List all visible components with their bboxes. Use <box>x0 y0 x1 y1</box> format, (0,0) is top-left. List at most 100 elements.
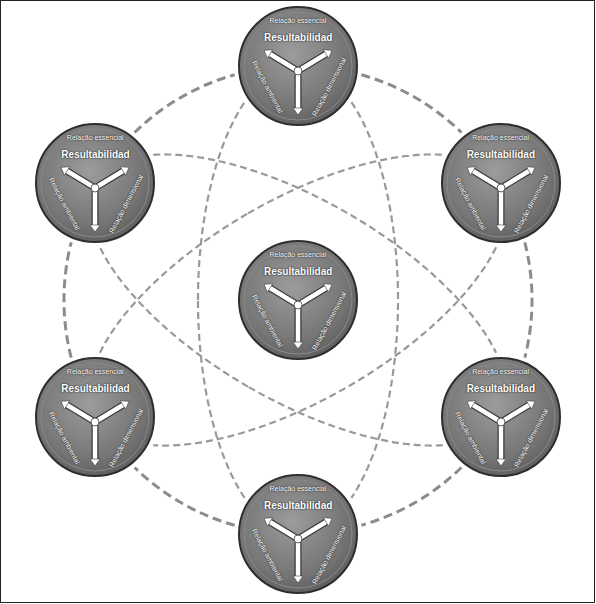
y-arm <box>93 188 98 225</box>
y-arm <box>298 522 326 539</box>
arrow-head <box>264 518 273 527</box>
arrow-head <box>90 459 100 466</box>
y-arm <box>93 422 98 459</box>
dashed-connector <box>100 154 496 445</box>
y-arm-shadow <box>95 405 123 422</box>
y-arm <box>296 305 301 342</box>
dashed-connector <box>100 154 496 445</box>
disc-title: Resultabilidad <box>264 32 332 44</box>
arrow-head <box>323 50 332 59</box>
y-hub <box>497 418 505 426</box>
y-arm-shadow <box>473 171 501 188</box>
disc-inner-ring <box>41 129 149 237</box>
relation-disc: ResultabilidadRelação essencialRelação d… <box>440 122 562 244</box>
disc-inner-ring <box>244 12 352 120</box>
dashed-connector <box>135 468 235 526</box>
arrow-head <box>61 401 70 410</box>
disc-art <box>442 124 560 242</box>
disc-art <box>239 241 357 359</box>
disc-title: Resultabilidad <box>61 149 129 161</box>
relation-disc: ResultabilidadRelação essencialRelação d… <box>34 122 156 244</box>
y-arm-shadow <box>501 171 529 188</box>
dashed-connector <box>361 75 461 133</box>
y-arm-shadow <box>501 405 529 422</box>
relation-disc: ResultabilidadRelação essencialRelação d… <box>440 356 562 478</box>
y-arm <box>270 522 298 539</box>
arrow-head <box>121 401 130 410</box>
y-arm <box>298 54 326 71</box>
disc-title: Resultabilidad <box>467 149 535 161</box>
y-arm-shadow <box>295 305 302 342</box>
y-arm-shadow <box>298 288 326 305</box>
arrow-head <box>496 459 506 466</box>
y-arm-shadow <box>298 522 326 539</box>
dashed-connector <box>135 75 235 133</box>
arrow-head <box>323 284 332 293</box>
relation-disc: ResultabilidadRelação essencialRelação d… <box>237 473 359 595</box>
y-arm-shadow <box>298 54 326 71</box>
disc-inner-ring <box>447 363 555 471</box>
y-hub <box>91 184 99 192</box>
disc-outline <box>442 124 560 242</box>
arrow-head <box>90 225 100 232</box>
relation-label: Relação essencial <box>472 134 529 142</box>
disc-outline <box>239 241 357 359</box>
arrow-head <box>323 518 332 527</box>
y-arm-shadow <box>270 288 298 305</box>
arrow-head <box>293 576 303 583</box>
dashed-connector <box>198 102 398 498</box>
y-hub <box>294 301 302 309</box>
dashed-connector <box>64 242 71 357</box>
y-hub <box>497 184 505 192</box>
relation-label: Relação essencial <box>472 368 529 376</box>
arrow-head <box>61 167 70 176</box>
y-arm <box>298 288 326 305</box>
relation-disc: ResultabilidadRelação essencialRelação d… <box>237 239 359 361</box>
disc-title: Resultabilidad <box>61 383 129 395</box>
y-arm <box>95 405 123 422</box>
disc-art <box>239 475 357 593</box>
y-arm <box>296 539 301 576</box>
disc-inner-ring <box>244 480 352 588</box>
disc-inner-ring <box>244 246 352 354</box>
arrow-head <box>526 167 535 176</box>
y-arm-shadow <box>67 405 95 422</box>
y-arm <box>501 171 529 188</box>
y-arm-shadow <box>92 188 99 225</box>
y-arm <box>270 54 298 71</box>
y-arm <box>473 405 501 422</box>
disc-art <box>36 358 154 476</box>
disc-outline <box>239 7 357 125</box>
y-arm <box>95 171 123 188</box>
y-arm <box>473 171 501 188</box>
y-arm-shadow <box>270 54 298 71</box>
relation-disc: ResultabilidadRelação essencialRelação d… <box>34 356 156 478</box>
arrow-head <box>526 401 535 410</box>
relation-label: Relação essencial <box>270 17 327 25</box>
arrow-head <box>264 50 273 59</box>
arrow-head <box>264 284 273 293</box>
arrow-head <box>467 167 476 176</box>
y-hub <box>294 535 302 543</box>
y-arm-shadow <box>95 171 123 188</box>
y-arm-shadow <box>497 422 504 459</box>
y-arm <box>501 405 529 422</box>
y-arm-shadow <box>473 405 501 422</box>
disc-outline <box>442 358 560 476</box>
disc-art <box>239 7 357 125</box>
relation-label: Relação essencial <box>67 368 124 376</box>
arrow-head <box>467 401 476 410</box>
y-arm-shadow <box>92 422 99 459</box>
y-arm <box>498 188 503 225</box>
disc-inner-ring <box>447 129 555 237</box>
y-hub <box>294 67 302 75</box>
disc-title: Resultabilidad <box>467 383 535 395</box>
y-arm-shadow <box>270 522 298 539</box>
disc-outline <box>36 358 154 476</box>
arrow-head <box>293 342 303 349</box>
disc-art <box>36 124 154 242</box>
y-arm-shadow <box>295 539 302 576</box>
disc-art <box>442 358 560 476</box>
dashed-connector <box>525 242 532 357</box>
y-arm <box>67 171 95 188</box>
